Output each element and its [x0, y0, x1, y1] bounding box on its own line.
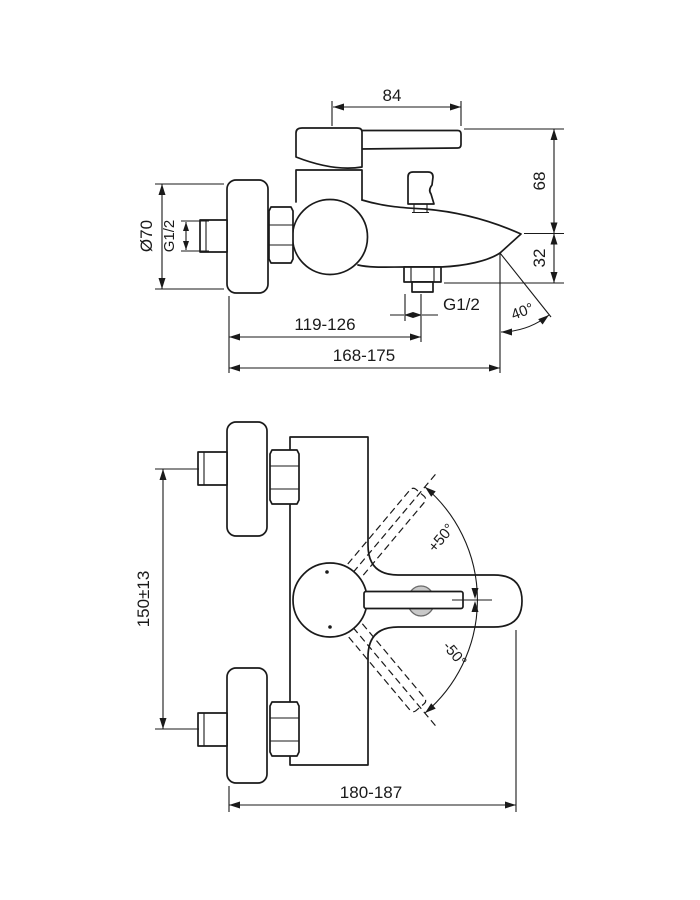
spout-outline — [357, 199, 522, 269]
dim-text-minus50: -50° — [439, 638, 470, 670]
body-sphere — [291, 198, 369, 276]
dim-inlet-spacing: 150±13 — [134, 468, 199, 730]
plan-nipple-top — [197, 451, 228, 486]
dim-text-40deg: 40° — [509, 300, 536, 324]
wall-escutcheon — [226, 179, 269, 294]
dim-wall-to-spout-tip: 168-175 — [229, 253, 501, 373]
dim-inlet-thread: G1/2 — [161, 220, 209, 253]
cartridge-screw-dot-top — [325, 570, 329, 574]
dim-text-d70: Ø70 — [137, 220, 156, 252]
shower-outlet-stub — [411, 281, 434, 293]
diverter-knob — [407, 171, 435, 205]
dim-text-plus50: +50° — [425, 521, 458, 556]
shower-outlet-facets — [410, 267, 435, 282]
cartridge-screw-dot-bottom — [328, 625, 332, 629]
dim-text-68: 68 — [530, 172, 549, 191]
plan-hex-nut-top — [269, 449, 300, 505]
inlet-hex-facets — [269, 224, 293, 246]
dim-text-32: 32 — [530, 249, 549, 268]
dim-wall-to-outlet: 119-126 — [228, 296, 421, 373]
diverter-stem — [412, 204, 429, 214]
handle-lever — [359, 129, 462, 150]
dim-escutcheon-diameter: Ø70 — [137, 183, 224, 290]
plan-view: +50° -50° 150±13 180-187 — [134, 421, 523, 812]
lever-shaft — [363, 590, 464, 610]
shower-outlet-hex — [403, 266, 442, 283]
side-view: 84 68 32 Ø70 G1/2 — [137, 86, 564, 373]
handle-cap — [295, 127, 363, 170]
dim-spout-angle: 40° — [499, 252, 552, 336]
swing-arc: +50° -50° — [424, 486, 478, 714]
plan-hex-nut-bottom — [269, 701, 300, 757]
dim-overall-depth: 180-187 — [228, 630, 517, 812]
plan-hex-top-facets — [270, 465, 299, 490]
dim-heights: 68 32 — [444, 128, 564, 284]
dim-outlet-thread: G1/2 — [390, 294, 480, 342]
dim-text-g12-outlet: G1/2 — [443, 295, 480, 314]
dim-text-180-187: 180-187 — [340, 783, 402, 802]
dim-text-119-126: 119-126 — [294, 315, 355, 334]
dim-text-168-175: 168-175 — [333, 346, 395, 365]
dim-text-g12-inlet: G1/2 — [161, 220, 178, 253]
dim-handle-length: 84 — [331, 86, 462, 126]
plan-hex-bottom-facets — [270, 717, 299, 742]
inlet-hex-nut — [268, 206, 294, 264]
dim-text-150: 150±13 — [134, 571, 153, 628]
dim-text-84: 84 — [383, 86, 402, 105]
inlet-nipple — [199, 219, 228, 253]
plan-escutcheon-top — [226, 421, 268, 537]
plan-escutcheon-bottom — [226, 667, 268, 784]
cartridge-collar — [295, 169, 363, 203]
plan-nipple-bottom — [197, 712, 228, 747]
